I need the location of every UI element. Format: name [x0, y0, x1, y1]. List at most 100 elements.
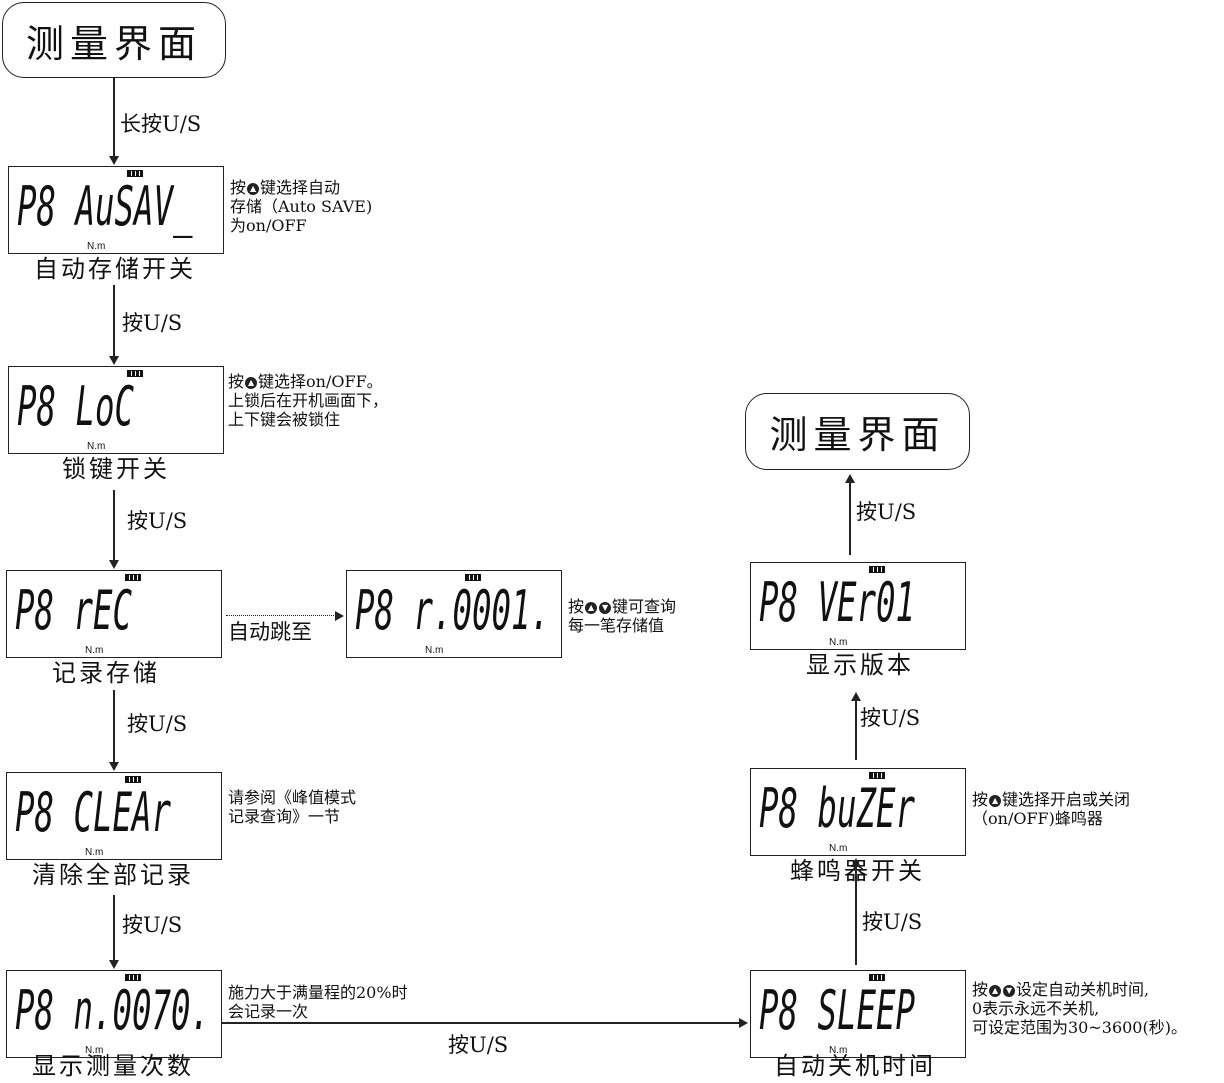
lcd-screen: P8 r.0001.N.m	[346, 570, 562, 658]
arrow-line	[849, 482, 851, 555]
screen-caption: 锁键开关	[62, 455, 170, 483]
note-line: 上下键会被锁住	[228, 410, 388, 429]
note-text: 按	[568, 597, 585, 616]
down-key-icon: ▼	[599, 601, 612, 614]
screen-note: 按▲▼键可查询每一笔存储值	[568, 597, 676, 635]
note-text: 可设定范围为30~3600(秒)。	[972, 1018, 1187, 1037]
note-text: 存储（Auto SAVE)	[230, 197, 373, 216]
note-line: 按▲▼键可查询	[568, 597, 676, 616]
arrow-label: 按U/S	[127, 712, 188, 736]
note-text: 0表示永远不关机,	[972, 999, 1100, 1018]
arrow-label: 按U/S	[860, 706, 921, 730]
terminal-measure-screen: 测量界面	[745, 393, 970, 470]
up-key-icon: ▲	[989, 794, 1002, 807]
note-text: 键选择on/OFF。	[258, 372, 383, 391]
note-line: 0表示永远不关机,	[972, 999, 1187, 1018]
lcd-screen: P8 AuSAV_ N.m	[8, 166, 224, 254]
note-line: 会记录一次	[228, 1002, 408, 1021]
note-text: 上下键会被锁住	[228, 410, 341, 429]
lcd-display-text: P8 CLEAr	[15, 781, 172, 844]
lcd-display-text: P8 AuSAV_	[17, 175, 193, 238]
note-line: 施力大于满量程的20%时	[228, 983, 408, 1002]
note-line: 上锁后在开机画面下，	[228, 391, 388, 410]
note-text: 按	[228, 372, 245, 391]
unit-label: N.m	[87, 241, 106, 252]
note-text: 每一笔存储值	[568, 616, 665, 635]
battery-icon	[869, 772, 885, 779]
note-text: 为on/OFF	[230, 216, 307, 235]
arrow-line	[113, 895, 115, 961]
unit-label: N.m	[425, 645, 444, 656]
battery-icon	[465, 574, 481, 581]
note-line: 每一笔存储值	[568, 616, 676, 635]
arrow-head	[851, 692, 861, 701]
note-text: 施力大于满量程的20%时	[228, 983, 408, 1002]
battery-icon	[125, 974, 141, 981]
note-line: 按▲键选择开启或关闭	[972, 790, 1130, 809]
arrow-label: 按U/S	[122, 913, 183, 937]
note-line: 存储（Auto SAVE)	[230, 197, 372, 216]
up-key-icon: ▲	[245, 376, 258, 389]
note-text: 键选择自动	[260, 178, 341, 197]
up-key-icon: ▲	[989, 984, 1002, 997]
lcd-display-text: P8 LoC	[17, 375, 135, 438]
arrow-head	[335, 611, 344, 621]
screen-note: 按▲键选择on/OFF。上锁后在开机画面下，上下键会被锁住	[228, 372, 388, 429]
arrow-head	[851, 858, 861, 867]
lcd-display-text: P8 rEC	[15, 579, 133, 642]
screen-note: 按▲键选择自动存储（Auto SAVE)为on/OFF	[230, 178, 372, 235]
screen-note: 请参阅《峰值模式记录查询》一节	[228, 788, 356, 826]
note-text: 会记录一次	[228, 1002, 309, 1021]
battery-icon	[869, 566, 885, 573]
lcd-screen: P8 n.0070. N.m	[6, 970, 222, 1058]
note-text: 记录查询》一节	[228, 807, 341, 826]
screen-caption: 记录存储	[52, 659, 160, 687]
unit-label: N.m	[85, 1045, 104, 1056]
note-text: （on/OFF)蜂鸣器	[972, 809, 1103, 828]
arrow-label: 按U/S	[856, 500, 917, 524]
note-text: 设定自动关机时间,	[1016, 980, 1150, 999]
up-key-icon: ▲	[247, 182, 260, 195]
arrow-head	[109, 356, 119, 365]
arrow-line	[113, 690, 115, 763]
note-text: 按	[230, 178, 247, 197]
battery-icon	[125, 574, 141, 581]
battery-icon	[869, 974, 885, 981]
note-line: 可设定范围为30~3600(秒)。	[972, 1018, 1187, 1037]
screen-caption: 显示测量次数	[32, 1052, 194, 1080]
lcd-screen: P8 LoC N.m	[8, 366, 224, 454]
arrow-line	[222, 1022, 740, 1024]
unit-label: N.m	[85, 847, 104, 858]
lcd-display-text: P8 n.0070.	[15, 979, 211, 1042]
screen-note: 按▲▼设定自动关机时间,0表示永远不关机,可设定范围为30~3600(秒)。	[972, 980, 1187, 1037]
note-line: （on/OFF)蜂鸣器	[972, 809, 1130, 828]
arrow-label: 按U/S	[127, 509, 188, 533]
lcd-display-text: P8 SLEEP	[759, 979, 916, 1042]
unit-label: N.m	[829, 1045, 848, 1056]
note-text: 键可查询	[612, 597, 677, 616]
arrow-head	[109, 156, 119, 165]
note-line: 为on/OFF	[230, 216, 372, 235]
screen-note: 施力大于满量程的20%时会记录一次	[228, 983, 408, 1021]
battery-icon	[127, 370, 143, 377]
down-key-icon: ▼	[1003, 984, 1016, 997]
unit-label: N.m	[87, 441, 106, 452]
note-text: 按	[972, 790, 989, 809]
unit-label: N.m	[829, 637, 848, 648]
arrow-head	[109, 762, 119, 771]
arrow-label: 按U/S	[862, 910, 923, 934]
arrow-line	[226, 615, 336, 618]
arrow-line	[113, 490, 115, 561]
note-text: 按	[972, 980, 989, 999]
note-text: 请参阅《峰值模式	[228, 788, 357, 807]
arrow-line	[855, 866, 857, 965]
screen-caption: 清除全部记录	[32, 861, 194, 889]
arrow-head	[845, 474, 855, 483]
arrow-line	[113, 78, 115, 157]
note-line: 按▲▼设定自动关机时间,	[972, 980, 1187, 999]
